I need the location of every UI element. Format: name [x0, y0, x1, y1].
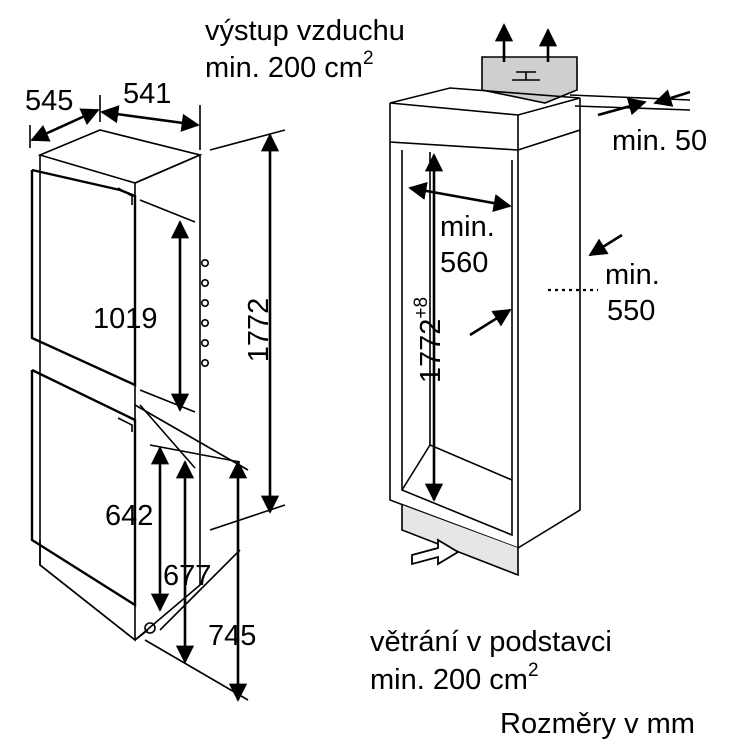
min-560-label-line1: min.	[440, 211, 495, 243]
dim-642-label: 642	[105, 500, 153, 532]
niche-front-edge	[389, 142, 519, 550]
appliance-dimension-lines	[29, 95, 286, 702]
min-550-label-line1: min.	[605, 259, 660, 291]
dim-745-label: 745	[208, 620, 256, 652]
min-550-label-line2: 550	[607, 295, 655, 327]
dim-677-label: 677	[163, 560, 211, 592]
min-550-arrow-a	[588, 233, 623, 257]
air-outlet-line1: výstup vzduchu	[205, 15, 405, 47]
side-fixing-holes	[201, 258, 210, 367]
min-550-arrow-b	[469, 308, 512, 337]
base-vent-arrow-icon	[411, 538, 460, 566]
niche-inner-floor	[401, 444, 431, 491]
niche-top-front	[389, 103, 519, 151]
units-note: Rozměry v mm	[500, 708, 695, 740]
niche-height-label: 1772+8	[411, 297, 447, 383]
appliance-top-face	[37, 129, 203, 184]
grille-symbol-icon	[512, 71, 540, 81]
min-50-arrow-a	[597, 97, 647, 117]
dim-541-arrow	[100, 105, 200, 132]
dim-545-label: 545	[25, 85, 73, 117]
min-560-label-line2: 560	[440, 247, 488, 279]
svg-text:1772+8: 1772+8	[411, 297, 447, 383]
dim-1019-label: 1019	[93, 303, 158, 335]
dim-1772-label: 1772	[243, 298, 275, 363]
min-50-label: min. 50	[612, 125, 707, 157]
niche-side-edge	[517, 130, 581, 549]
air-outlet-line2: min. 200 cm2	[205, 48, 374, 84]
appliance-side-face	[134, 153, 201, 641]
appliance-drawing	[30, 129, 210, 642]
foot-icon	[144, 622, 156, 634]
lower-door	[30, 368, 137, 608]
min-50-arrow-b	[653, 89, 691, 107]
upper-door	[30, 168, 137, 387]
lower-hinge	[117, 417, 133, 432]
dim-541-label: 541	[123, 78, 171, 110]
niche-plinth	[401, 505, 519, 577]
dim-545-arrow	[30, 108, 100, 142]
niche-drawing	[389, 23, 691, 577]
base-vent-line2: min. 200 cm2	[370, 660, 539, 696]
appliance-plinth	[39, 540, 149, 642]
dim-560-arrow	[408, 181, 512, 213]
base-vent-line1: větrání v podstavci	[370, 626, 612, 658]
upper-hinge	[117, 187, 133, 205]
niche-inner-left	[401, 150, 513, 537]
